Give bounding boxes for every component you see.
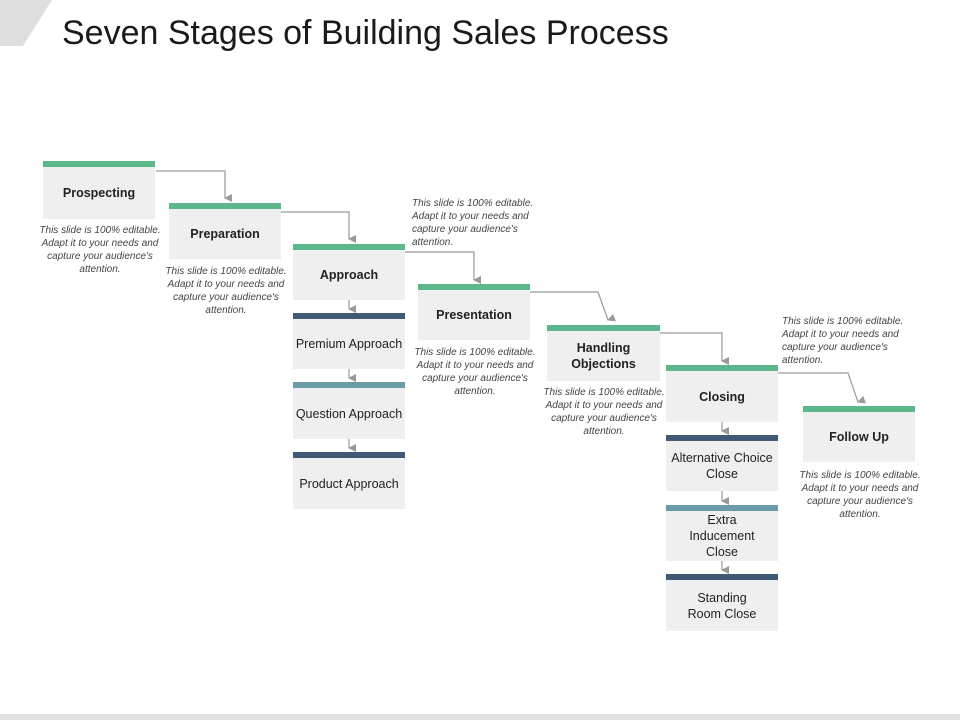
- note-follow-up: This slide is 100% editable. Adapt it to…: [799, 470, 921, 520]
- stage-closing: Closing: [666, 365, 778, 422]
- stage-presentation: Presentation: [418, 284, 530, 340]
- connector-preparation-approach: [281, 211, 356, 243]
- note-approach: This slide is 100% editable. Adapt it to…: [412, 198, 534, 248]
- note-closing: This slide is 100% editable. Adapt it to…: [782, 316, 904, 366]
- note-preparation: This slide is 100% editable. Adapt it to…: [165, 266, 287, 316]
- connector-handling-closing: [660, 332, 729, 365]
- stage-handling-objections: Handling Objections: [547, 325, 660, 381]
- connector-presentation-handling: [530, 291, 616, 322]
- closing-substep-standing: Standing Room Close: [666, 574, 778, 631]
- connector-approach-presentation: [405, 251, 481, 284]
- footer-bar: [0, 714, 960, 720]
- note-handling-objections: This slide is 100% editable. Adapt it to…: [543, 387, 665, 437]
- stage-prospecting: Prospecting: [43, 161, 155, 219]
- stage-approach: Approach: [293, 244, 405, 300]
- stage-follow-up: Follow Up: [803, 406, 915, 462]
- closing-substep-extra: Extra Inducement Close: [666, 505, 778, 561]
- note-presentation: This slide is 100% editable. Adapt it to…: [414, 347, 536, 397]
- approach-substep-premium: Premium Approach: [293, 313, 405, 369]
- note-prospecting: This slide is 100% editable. Adapt it to…: [39, 225, 161, 275]
- page-title: Seven Stages of Building Sales Process: [62, 14, 669, 52]
- connector-prospecting-preparation: [156, 170, 232, 202]
- closing-substep-alternative: Alternative Choice Close: [666, 435, 778, 491]
- approach-substep-product: Product Approach: [293, 452, 405, 509]
- stage-preparation: Preparation: [169, 203, 281, 259]
- approach-substep-question: Question Approach: [293, 382, 405, 439]
- connector-closing-followup: [778, 372, 866, 404]
